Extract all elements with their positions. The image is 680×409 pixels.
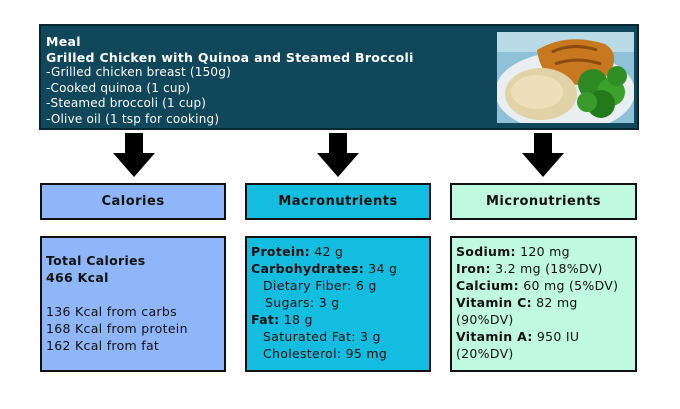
vitamin-c-row: Vitamin C: 82 mg	[456, 294, 631, 311]
calcium-label: Calcium:	[456, 278, 519, 293]
meal-item: -Cooked quinoa (1 cup)	[46, 80, 191, 95]
sodium-row: Sodium: 120 mg	[456, 243, 631, 260]
calcium-row: Calcium: 60 mg (5%DV)	[456, 277, 631, 294]
arrow-down-icon	[113, 133, 155, 177]
calcium-value: 60 mg (5%DV)	[518, 278, 619, 293]
micronutrients-header: Micronutrients	[450, 183, 637, 220]
vitamin-a-row: Vitamin A: 950 IU	[456, 328, 631, 345]
vitamin-c-dv: (90%DV)	[456, 312, 514, 327]
micronutrients-panel: Sodium: 120 mg Iron: 3.2 mg (18%DV) Calc…	[450, 236, 637, 372]
total-calories-label: Total Calories	[46, 253, 146, 268]
vitamin-c-value: 82 mg	[531, 295, 578, 310]
cholesterol-row: Cholesterol: 95 mg	[263, 346, 388, 361]
meal-title: Grilled Chicken with Quinoa and Steamed …	[46, 49, 414, 65]
protein-value: 42 g	[309, 244, 344, 259]
meal-item: -Steamed broccoli (1 cup)	[46, 96, 207, 110]
fat-row: Fat: 18 g	[251, 311, 425, 328]
fiber-row: Dietary Fiber: 6 g	[263, 278, 377, 293]
macronutrients-header: Macronutrients	[245, 183, 431, 220]
arrow-down-icon	[522, 133, 564, 177]
meal-item: -Olive oil (1 tsp for cooking)	[46, 111, 220, 126]
vitamin-c-label: Vitamin C:	[456, 295, 532, 310]
saturated-fat-row: Saturated Fat: 3 g	[263, 329, 381, 344]
vitamin-a-value: 950 IU	[532, 329, 580, 344]
total-calories-value: 466 Kcal	[46, 270, 109, 285]
calories-header: Calories	[40, 183, 226, 220]
calories-breakdown-item: 168 Kcal from protein	[46, 321, 188, 336]
sodium-label: Sodium:	[456, 244, 516, 259]
meal-text: Meal Grilled Chicken with Quinoa and Ste…	[46, 34, 414, 127]
iron-row: Iron: 3.2 mg (18%DV)	[456, 260, 631, 277]
meal-photo	[497, 32, 634, 123]
meal-item: -Grilled chicken breast (150g)	[46, 65, 231, 79]
fat-label: Fat:	[251, 312, 280, 327]
calories-panel: Total Calories 466 Kcal 136 Kcal from ca…	[40, 236, 226, 372]
calories-breakdown-item: 162 Kcal from fat	[46, 338, 160, 353]
protein-row: Protein: 42 g	[251, 243, 425, 260]
fat-value: 18 g	[279, 312, 313, 327]
carbs-label: Carbohydrates:	[251, 261, 364, 276]
calories-breakdown-item: 136 Kcal from carbs	[46, 304, 177, 319]
sodium-value: 120 mg	[515, 244, 570, 259]
meal-panel: Meal Grilled Chicken with Quinoa and Ste…	[39, 24, 639, 130]
meal-heading: Meal	[46, 34, 81, 49]
vitamin-a-label: Vitamin A:	[456, 329, 533, 344]
sugars-row: Sugars: 3 g	[265, 295, 340, 310]
arrow-down-icon	[317, 133, 359, 177]
iron-label: Iron:	[456, 261, 491, 276]
carbs-row: Carbohydrates: 34 g	[251, 260, 425, 277]
protein-label: Protein:	[251, 244, 310, 259]
carbs-value: 34 g	[364, 261, 398, 276]
iron-value: 3.2 mg (18%DV)	[490, 261, 603, 276]
macronutrients-panel: Protein: 42 g Carbohydrates: 34 g Dietar…	[245, 236, 431, 372]
vitamin-a-dv: (20%DV)	[456, 346, 514, 361]
